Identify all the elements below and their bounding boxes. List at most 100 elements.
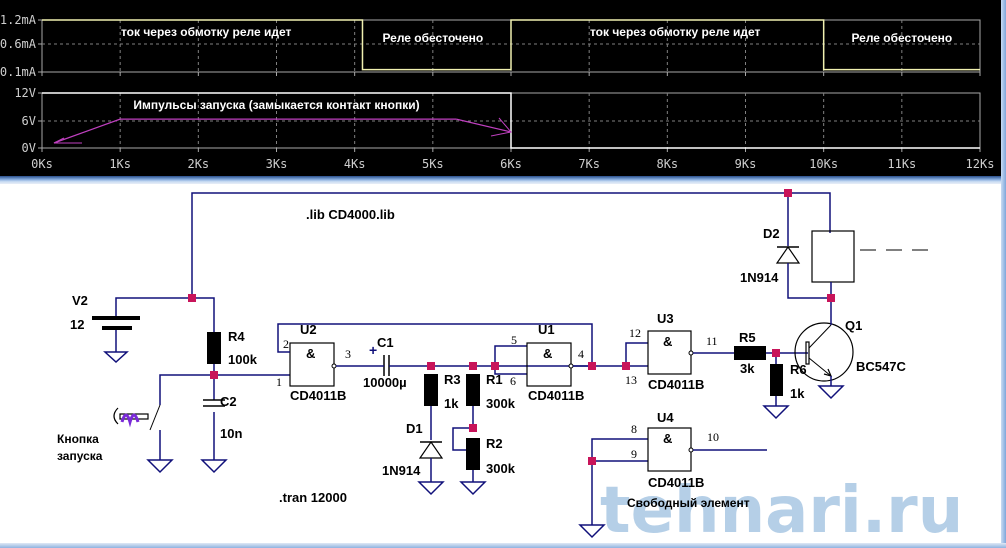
x-tick-label: 7Ks	[578, 157, 600, 171]
annotation-label: ток через обмотку реле идет	[121, 25, 292, 39]
y-tick-label: 1.2mA	[0, 13, 37, 27]
schematic-canvas[interactable]: tehnari.ru .lib CD4000.lib .tran 12000 V…	[0, 184, 1001, 543]
annotation-label: Импульсы запуска (замыкается контакт кно…	[133, 98, 419, 112]
junction-dot	[469, 424, 477, 432]
r2-value: 300k	[486, 461, 516, 476]
x-tick-label: 0Ks	[31, 157, 53, 171]
u3-ref: U3	[657, 311, 674, 326]
junction-dot	[427, 362, 435, 370]
trigger-node-wires[interactable]	[159, 374, 290, 474]
junction-dot	[827, 294, 835, 302]
u2-model: CD4011B	[290, 388, 346, 403]
gate-u4-spare[interactable]	[578, 427, 767, 539]
resistor-r3[interactable]	[424, 374, 438, 440]
hand-icon	[120, 413, 140, 428]
q1-ref: Q1	[845, 318, 862, 333]
r1-value: 300k	[486, 396, 516, 411]
x-tick-label: 11Ks	[887, 157, 916, 171]
u1-ref: U1	[538, 322, 555, 337]
y-tick-label: 0.6mA	[0, 37, 37, 51]
supply-rail-wire[interactable]	[115, 192, 831, 335]
gate-u3[interactable]	[625, 330, 734, 375]
series-line	[42, 19, 980, 71]
d2-value: 1N914	[740, 270, 779, 285]
d2-ref: D2	[763, 226, 780, 241]
d1-ref: D1	[406, 421, 423, 436]
arrow-head	[490, 117, 512, 137]
diode-d2[interactable]	[775, 193, 831, 299]
c1-polarity: +	[369, 342, 377, 358]
transistor-q1[interactable]	[794, 298, 854, 400]
q1-value: BC547C	[856, 359, 906, 374]
junction-dot	[469, 362, 477, 370]
resistor-r4[interactable]	[207, 332, 221, 375]
start-pushbutton[interactable]	[113, 404, 174, 474]
pane-splitter[interactable]	[0, 176, 1006, 184]
y-tick-label: 6V	[22, 114, 36, 128]
v2-ref: V2	[72, 293, 88, 308]
u1-pin-6: 6	[510, 374, 516, 388]
x-tick-label: 2Ks	[187, 157, 209, 171]
u4-note: Свободный элемент	[627, 496, 750, 510]
battery-v2[interactable]	[92, 316, 140, 364]
u3-pin-11: 11	[706, 334, 718, 348]
potentiometer-r2[interactable]	[452, 427, 487, 496]
annotation-label: ток через обмотку реле идет	[590, 25, 761, 39]
ground-icon	[459, 481, 487, 496]
y-tick-label: 0V	[22, 141, 36, 155]
relay-coil[interactable]	[811, 230, 935, 298]
junctions	[188, 189, 835, 465]
u4-symbol: &	[663, 431, 672, 446]
junction-dot	[622, 362, 630, 370]
x-tick-label: 3Ks	[266, 157, 288, 171]
x-tick-label: 4Ks	[344, 157, 366, 171]
resistor-r1[interactable]	[466, 374, 480, 428]
x-tick-label: 5Ks	[422, 157, 444, 171]
r3-value: 1k	[444, 396, 459, 411]
u3-symbol: &	[663, 334, 672, 349]
x-tick-label: 10Ks	[809, 157, 838, 171]
junction-dot	[772, 349, 780, 357]
resistor-r5[interactable]	[734, 346, 808, 360]
window-border-right	[1001, 0, 1006, 548]
junction-dot	[588, 362, 596, 370]
r1-ref: R1	[486, 372, 503, 387]
junction-dot	[491, 362, 499, 370]
v2-value: 12	[70, 317, 84, 332]
arrow-head	[53, 137, 82, 144]
r2-ref: R2	[486, 436, 503, 451]
c1-ref: C1	[377, 335, 394, 350]
u2-pin-3: 3	[345, 347, 351, 361]
u4-pin-10: 10	[707, 430, 719, 444]
r4-value: 100k	[228, 352, 258, 367]
tran-directive[interactable]: .tran 12000	[279, 490, 347, 505]
resistor-r6[interactable]	[762, 353, 790, 420]
diode-d1[interactable]	[417, 440, 445, 496]
c2-value: 10n	[220, 426, 242, 441]
u1-pin-5: 5	[511, 333, 517, 347]
u3-pin-13: 13	[625, 373, 637, 387]
u4-model: CD4011B	[648, 475, 704, 490]
lib-directive[interactable]: .lib CD4000.lib	[306, 207, 395, 222]
x-tick-label: 6Ks	[500, 157, 522, 171]
window-border-bottom	[0, 543, 1006, 548]
r3-ref: R3	[444, 372, 461, 387]
annotation-label: Реле обесточено	[851, 31, 952, 45]
u3-model: CD4011B	[648, 377, 704, 392]
u4-ref: U4	[657, 410, 674, 425]
u1-symbol: &	[543, 346, 552, 361]
button-label-1: Кнопка	[57, 432, 99, 446]
series-line	[42, 92, 980, 149]
gate-u2[interactable]	[277, 323, 593, 387]
capacitor-c1[interactable]	[373, 355, 592, 376]
r6-value: 1k	[790, 386, 805, 401]
r5-value: 3k	[740, 361, 755, 376]
u1-pin-4: 4	[578, 347, 584, 361]
junction-dot	[210, 371, 218, 379]
capacitor-c2[interactable]	[203, 399, 225, 407]
ground-icon	[200, 459, 228, 474]
